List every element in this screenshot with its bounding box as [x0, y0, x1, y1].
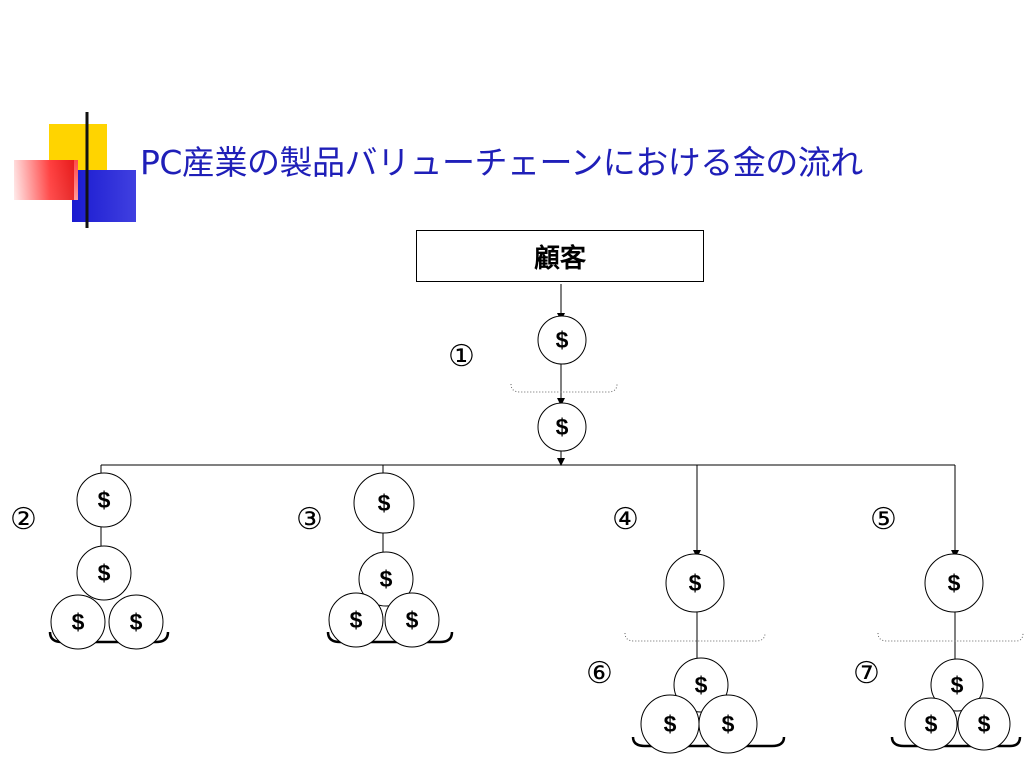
coin-symbol: $	[951, 672, 964, 698]
coin-2-left: $	[50, 594, 106, 650]
step-label-5: ⑤	[870, 502, 897, 537]
step-label-1: ①	[448, 339, 475, 374]
coin-3-middle: $	[358, 551, 414, 607]
coin-2-right: $	[108, 594, 164, 650]
coin-symbol: $	[556, 414, 569, 440]
coin-circle	[537, 402, 587, 452]
coin-3-left: $	[328, 592, 384, 648]
coin-symbol: $	[380, 566, 393, 592]
coin-7-right: $	[957, 697, 1011, 751]
step-label-2: ②	[10, 502, 37, 537]
coin-3-right: $	[384, 592, 440, 648]
slide-title: PC産業の製品バリューチェーンにおける金の流れ	[140, 143, 863, 182]
coin-6-left: $	[640, 694, 700, 754]
dotted-brace-4	[624, 632, 766, 642]
coin-circle	[384, 592, 440, 648]
coin-circle	[957, 697, 1011, 751]
coin-symbol: $	[350, 607, 363, 633]
dotted-brace-5	[877, 632, 1024, 642]
coin-7-left: $	[904, 697, 958, 751]
logo-red-fade	[14, 160, 74, 200]
coin-circle	[698, 694, 758, 754]
coin-symbol: $	[689, 570, 702, 596]
coin-symbol: $	[978, 711, 991, 737]
coin-1-top: $	[537, 315, 587, 365]
coin-symbol: $	[925, 711, 938, 737]
coin-circle	[328, 592, 384, 648]
coin-2-top: $	[76, 472, 132, 528]
coin-symbol: $	[664, 711, 677, 737]
coin-7-middle: $	[930, 658, 984, 712]
coin-circle	[50, 594, 106, 650]
coin-3-top: $	[353, 472, 415, 534]
coin-symbol: $	[98, 560, 111, 586]
step-label-3: ③	[296, 502, 323, 537]
bracket-pile-3	[326, 631, 454, 644]
coin-circle	[108, 594, 164, 650]
coin-symbol: $	[378, 490, 391, 516]
coin-6-right: $	[698, 694, 758, 754]
customer-box: 顧客	[416, 230, 704, 282]
coin-symbol: $	[130, 609, 143, 635]
coin-symbol: $	[406, 607, 419, 633]
coin-circle	[924, 553, 984, 613]
coin-circle	[930, 658, 984, 712]
coin-symbol: $	[556, 327, 569, 353]
coin-symbol: $	[98, 487, 111, 513]
coin-symbol: $	[948, 570, 961, 596]
coin-2-middle: $	[76, 545, 132, 601]
coin-symbol: $	[72, 609, 85, 635]
coin-1-bottom: $	[537, 402, 587, 452]
coin-circle	[665, 553, 725, 613]
coin-circle	[537, 315, 587, 365]
step-label-7: ⑦	[853, 656, 880, 691]
dotted-brace-top	[510, 383, 618, 393]
coin-5: $	[924, 553, 984, 613]
step-label-6: ⑥	[586, 656, 613, 691]
coin-circle	[358, 551, 414, 607]
coin-circle	[353, 472, 415, 534]
customer-label: 顧客	[533, 243, 586, 274]
bracket-pile-2	[48, 631, 170, 644]
coin-4: $	[665, 553, 725, 613]
step-label-4: ④	[612, 502, 639, 537]
coin-circle	[76, 472, 132, 528]
logo-blue-square	[72, 170, 136, 222]
coin-circle	[904, 697, 958, 751]
bracket-pile-7	[890, 736, 1022, 748]
coin-symbol: $	[695, 672, 708, 698]
coin-symbol: $	[722, 711, 735, 737]
coin-circle	[76, 545, 132, 601]
